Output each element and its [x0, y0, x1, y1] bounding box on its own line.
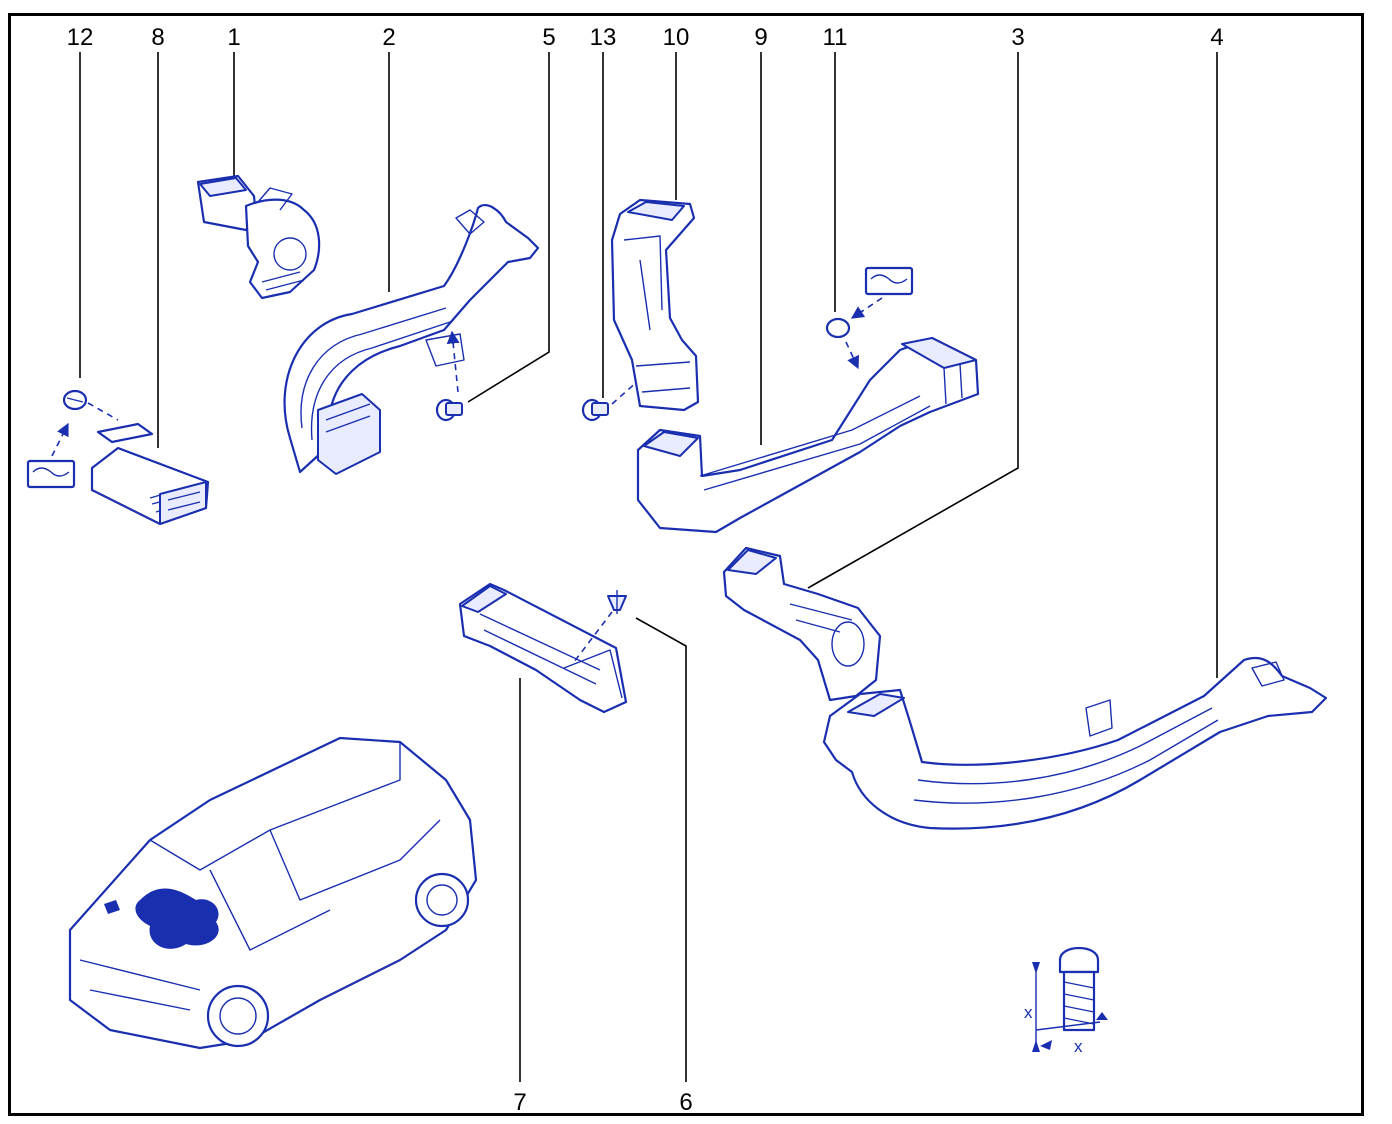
part-7-duct: [458, 582, 628, 714]
callout-6: 6: [679, 1089, 692, 1116]
callout-7: 7: [513, 1089, 526, 1116]
callout-1: 1: [227, 24, 240, 51]
callout-10: 10: [663, 24, 690, 51]
callout-9: 9: [754, 24, 767, 51]
callout-13: 13: [590, 24, 617, 51]
part-9-horizontal-duct: [636, 266, 980, 534]
callout-3: 3: [1011, 24, 1024, 51]
part-5-screw: [435, 398, 463, 422]
part-1-elbow-duct: [196, 174, 321, 300]
callout-11: 11: [823, 24, 848, 51]
callout-8: 8: [151, 24, 164, 51]
part-3-elbow-duct: [722, 546, 882, 702]
leader-lines: [79, 52, 1218, 1082]
dimension-x-vertical: x: [1024, 1003, 1033, 1022]
callout-2: 2: [382, 24, 395, 51]
bolt-dimension-detail: x x: [1024, 947, 1108, 1056]
vehicle-locator-illustration: [68, 736, 478, 1050]
part-12-clip-and-pad: [26, 389, 119, 489]
callout-4: 4: [1210, 24, 1223, 51]
callout-5: 5: [542, 24, 555, 51]
dimension-x-horizontal: x: [1074, 1037, 1083, 1056]
part-4-large-duct: [822, 656, 1328, 830]
callout-12: 12: [67, 24, 94, 51]
part-2-curved-duct: [283, 204, 540, 475]
part-10-vertical-duct: [610, 198, 700, 412]
part-6-push-clip: [607, 590, 627, 614]
part-8-duct: [90, 422, 210, 526]
